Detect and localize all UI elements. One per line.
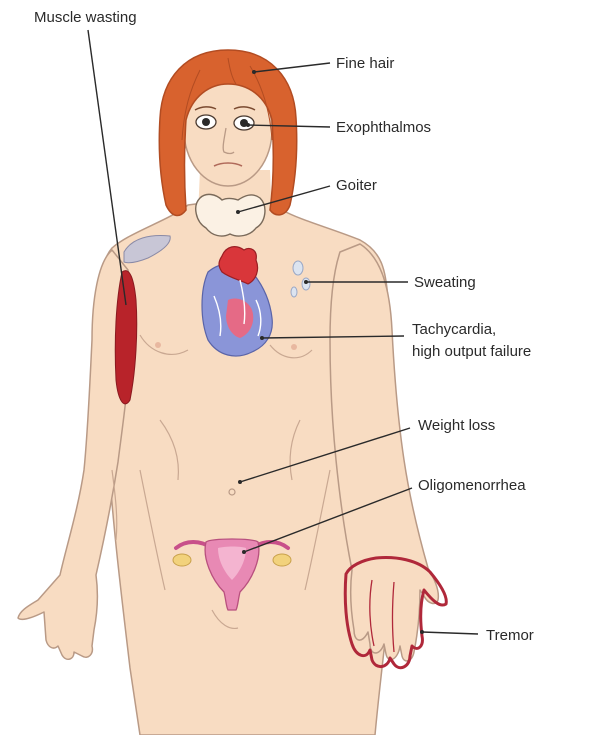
- label-sweating: Sweating: [414, 274, 476, 291]
- leader-tremor: [422, 632, 478, 634]
- label-weight-loss: Weight loss: [418, 417, 495, 434]
- left-arm: [18, 250, 131, 659]
- body-figure: [18, 74, 438, 735]
- label-fine-hair: Fine hair: [336, 55, 394, 72]
- label-goiter: Goiter: [336, 177, 377, 194]
- label-tremor: Tremor: [486, 627, 534, 644]
- right-nipple: [291, 344, 297, 350]
- left-nipple: [155, 342, 161, 348]
- right-ovary: [273, 554, 291, 566]
- label-muscle-wasting: Muscle wasting: [34, 9, 137, 26]
- left-ovary: [173, 554, 191, 566]
- label-oligomenorrhea: Oligomenorrhea: [418, 477, 526, 494]
- label-exophthalmos: Exophthalmos: [336, 119, 431, 136]
- label-tachycardia-line1: Tachycardia,: [412, 321, 496, 338]
- label-tachycardia-line2: high output failure: [412, 343, 531, 360]
- left-pupil: [202, 118, 210, 126]
